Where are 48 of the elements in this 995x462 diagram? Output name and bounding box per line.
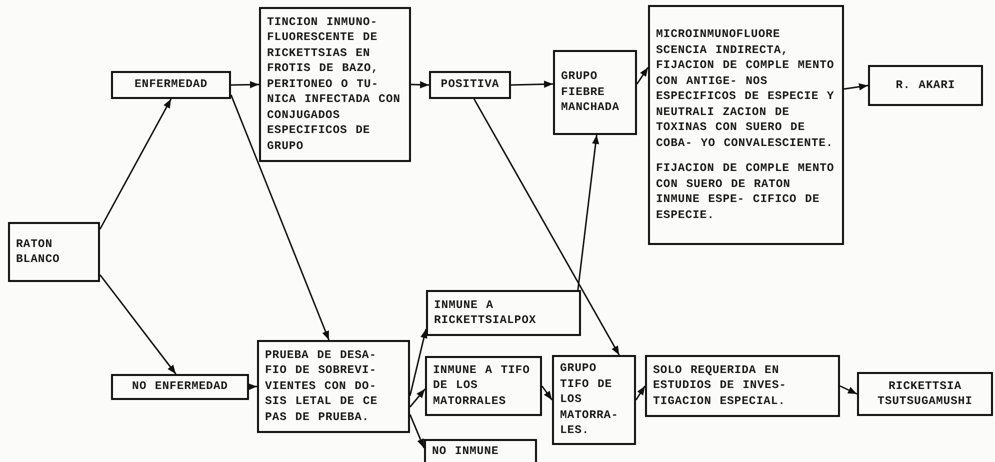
arrow — [99, 274, 176, 374]
box-text: ENFERMEDAD — [133, 77, 208, 93]
arrow — [409, 388, 426, 408]
arrow — [635, 386, 646, 400]
arrow — [844, 83, 868, 90]
arrow — [230, 81, 260, 88]
box-text: R. AKARI — [894, 78, 956, 94]
process-box — [429, 71, 511, 99]
process-box — [552, 355, 636, 445]
arrow — [248, 383, 258, 390]
process-box — [257, 340, 410, 433]
arrow — [410, 81, 430, 88]
box-text: PRUEBA DE DESA- FIO DE SOBREVI- VIENTES CON DO- SIS LETAL DE CE PAS DE PRUEBA. — [265, 348, 379, 426]
box-text: RATON BLANCO — [16, 236, 61, 268]
arrow — [409, 414, 425, 448]
box-text: NO ENFERMEDAD — [131, 379, 229, 394]
process-box — [424, 439, 537, 462]
arrow — [840, 385, 858, 395]
process-box — [857, 372, 993, 416]
arrow — [473, 98, 620, 356]
arrow — [409, 328, 428, 396]
box-text: FIJACION DE COMPLE MENTO CON SUERO DE RATON INMUNE ESPE- CIFICO DE ESPECIE. — [656, 161, 836, 223]
process-box — [111, 71, 231, 99]
process-box — [259, 7, 411, 162]
box-text: RICKETTSIA TSUTSUGAMUSHI — [876, 378, 974, 410]
box-text: TINCION INMUNO- FLUORESCENTE DE RICKETTSIAS EN FROTIS DE BAZO, PERITONEO O TU- NICA INFECTADA CON CONJUGADOS ESPECIFICOS DE GRUPO — [267, 14, 402, 154]
arrow — [541, 386, 553, 400]
process-box — [425, 356, 542, 416]
arrow — [99, 98, 172, 230]
process-box — [8, 222, 100, 282]
arrow — [636, 66, 649, 84]
box-text: POSITIVA — [440, 77, 500, 93]
process-box — [648, 5, 844, 245]
box-text: GRUPO FIEBRE MANCHADA — [561, 69, 620, 116]
arrow — [577, 134, 600, 290]
process-box — [111, 374, 249, 400]
box-text: NO INMUNE — [432, 444, 500, 460]
box-text: INMUNE A TIFO DE LOS MATORRALES — [433, 362, 531, 410]
box-text: MICROINMUNOFLUORE SCENCIA INDIRECTA, FIJACION DE COMPLE MENTO CON ANTIGE- NOS ESPECIFICOS DE ESPECIE Y NEUTRALI ZACION DE TOXINAS CON SUERO DE COBA- YO CONVALESCIENTE. — [656, 27, 836, 151]
arrow — [510, 80, 554, 88]
box-text: SOLO REQUERIDA EN ESTUDIOS DE INVES- TIGACION ESPECIAL. — [653, 362, 788, 410]
process-box — [426, 290, 581, 336]
box-text: INMUNE A RICKETTSIALPOX — [434, 298, 538, 328]
box-text: GRUPO TIFO DE LOS MATORRA- LES. — [560, 361, 620, 439]
process-box — [868, 65, 983, 106]
process-box — [645, 355, 840, 417]
process-box — [553, 50, 637, 135]
arrow — [230, 94, 330, 340]
